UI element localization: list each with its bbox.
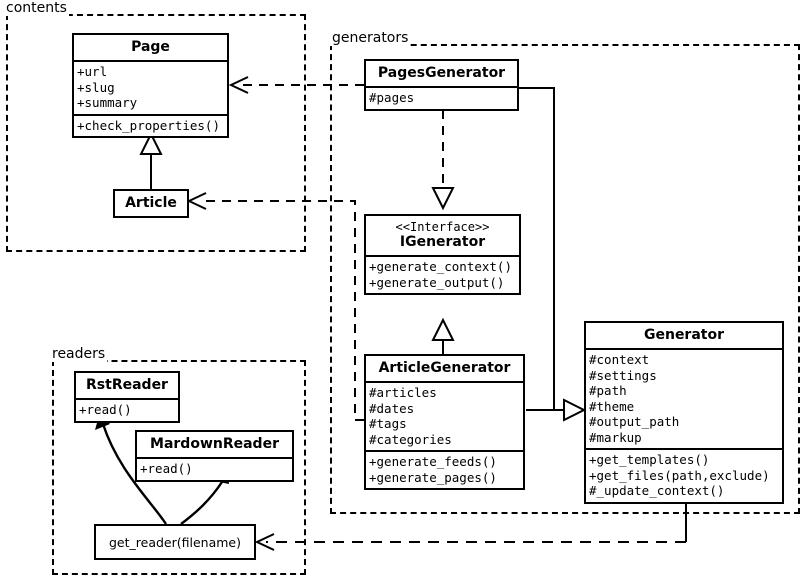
attribute-row: #articles bbox=[369, 385, 437, 401]
attribute-row: +summary bbox=[77, 95, 138, 111]
method-row: +generate_feeds() bbox=[369, 454, 497, 470]
class-attributes-page: +url +slug +summary bbox=[74, 60, 227, 114]
class-title-igenerator: <<Interface>> IGenerator bbox=[366, 216, 519, 255]
attribute-row: #context bbox=[589, 352, 650, 368]
class-box-article[interactable]: Article bbox=[113, 189, 189, 219]
class-methods-mardown-reader: +read() bbox=[137, 457, 292, 480]
attribute-row: #dates bbox=[369, 400, 415, 416]
class-methods-generator: +get_templates() +get_files(path,exclude… bbox=[586, 448, 782, 502]
attribute-row: #output_path bbox=[589, 414, 680, 430]
method-row: +read() bbox=[79, 402, 132, 418]
package-label-generators: generators bbox=[330, 30, 411, 46]
attribute-row: #settings bbox=[589, 367, 657, 383]
class-attributes-generator: #context #settings #path #theme #output_… bbox=[586, 348, 782, 448]
attribute-row: #theme bbox=[589, 398, 635, 414]
class-title-pages-generator: PagesGenerator bbox=[377, 65, 506, 81]
class-box-rst-reader[interactable]: RstReader +read() bbox=[74, 371, 180, 423]
method-row: +check_properties() bbox=[77, 117, 220, 133]
method-row: +generate_output() bbox=[369, 274, 505, 290]
class-box-mardown-reader[interactable]: MardownReader +read() bbox=[135, 430, 294, 482]
class-title-page: Page bbox=[131, 39, 170, 55]
method-row: +generate_pages() bbox=[369, 469, 497, 485]
class-box-article-generator[interactable]: ArticleGenerator #articles #dates #tags … bbox=[364, 354, 525, 491]
class-methods-article-generator: +generate_feeds() +generate_pages() bbox=[366, 450, 523, 488]
class-title-article-generator: ArticleGenerator bbox=[378, 360, 511, 376]
class-title-article: Article bbox=[125, 195, 177, 211]
attribute-row: #pages bbox=[369, 90, 415, 106]
method-row: #_update_context() bbox=[589, 483, 725, 499]
attribute-row: #categories bbox=[369, 431, 452, 447]
class-attributes-article-generator: #articles #dates #tags #categories bbox=[366, 381, 523, 450]
class-title-rst-reader: RstReader bbox=[86, 377, 168, 393]
class-name-igenerator: IGenerator bbox=[399, 234, 486, 251]
package-frame-contents bbox=[6, 14, 306, 252]
attribute-row: +url bbox=[77, 64, 108, 80]
class-stereotype-igenerator: <<Interface>> bbox=[395, 220, 490, 234]
method-row: +get_templates() bbox=[589, 452, 710, 468]
method-row: +read() bbox=[140, 461, 193, 477]
attribute-row: #tags bbox=[369, 416, 407, 432]
method-row: +get_files(path,exclude) bbox=[589, 467, 770, 483]
function-label-get-reader: get_reader(filename) bbox=[109, 534, 241, 550]
class-methods-igenerator: +generate_context() +generate_output() bbox=[366, 255, 519, 293]
class-methods-page: +check_properties() bbox=[74, 113, 227, 137]
attribute-row: #path bbox=[589, 383, 627, 399]
class-title-generator: Generator bbox=[643, 327, 724, 343]
method-row: +generate_context() bbox=[369, 259, 512, 275]
function-box-get-reader[interactable]: get_reader(filename) bbox=[94, 524, 256, 560]
package-frame-readers bbox=[52, 360, 306, 575]
attribute-row: +slug bbox=[77, 79, 115, 95]
attribute-row: #markup bbox=[589, 429, 642, 445]
class-box-pages-generator[interactable]: PagesGenerator #pages bbox=[364, 59, 519, 111]
package-label-readers: readers bbox=[50, 346, 108, 362]
class-attributes-pages-generator: #pages bbox=[366, 86, 517, 109]
class-title-mardown-reader: MardownReader bbox=[150, 436, 279, 452]
class-box-generator[interactable]: Generator #context #settings #path #them… bbox=[584, 321, 784, 504]
class-box-page[interactable]: Page +url +slug +summary +check_properti… bbox=[72, 33, 229, 139]
class-box-igenerator[interactable]: <<Interface>> IGenerator +generate_conte… bbox=[364, 214, 521, 296]
package-label-contents: contents bbox=[4, 0, 69, 16]
class-methods-rst-reader: +read() bbox=[76, 398, 178, 421]
